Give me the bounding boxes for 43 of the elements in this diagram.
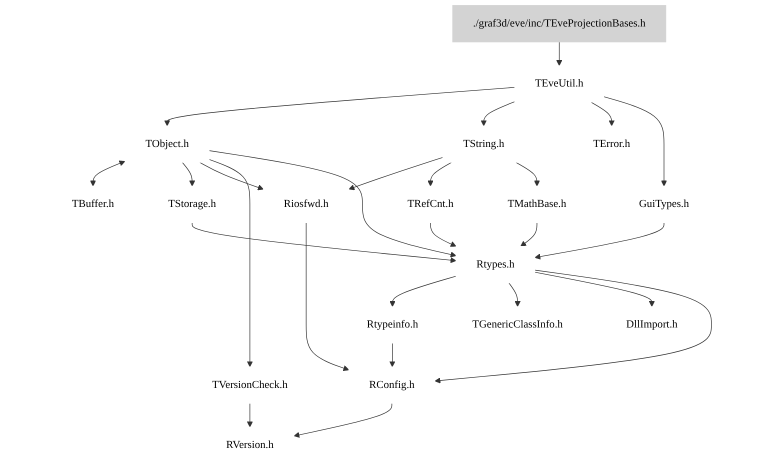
arrow bbox=[520, 222, 538, 247]
arrow bbox=[516, 162, 540, 186]
arrow bbox=[306, 222, 350, 371]
node-text: Riosfwd.h bbox=[284, 198, 329, 210]
node-box: ./graf3d/eve/inc/TEveProjectionBases.h bbox=[452, 5, 666, 42]
node-text: TRefCnt.h bbox=[407, 198, 454, 210]
arrow bbox=[348, 157, 444, 190]
node-text: Rtypeinfo.h bbox=[366, 318, 418, 330]
arrow bbox=[390, 276, 456, 307]
node-text: DllImport.h bbox=[626, 318, 678, 330]
arrow bbox=[556, 42, 562, 66]
node-text: TMathBase.h bbox=[508, 198, 566, 210]
node-text: GuiTypes.h bbox=[638, 198, 690, 210]
node-text: TEveUtil.h bbox=[535, 78, 584, 90]
node-text: TString.h bbox=[463, 138, 504, 150]
node-text: TVersionCheck.h bbox=[212, 378, 288, 390]
arrow bbox=[246, 403, 253, 428]
arrow bbox=[480, 101, 516, 126]
arrow bbox=[208, 159, 253, 368]
arrow bbox=[434, 270, 712, 384]
arrow bbox=[294, 403, 392, 438]
node-text: TStorage.h bbox=[168, 198, 216, 210]
arrow bbox=[508, 282, 521, 307]
node-text: TGenericClassInfo.h bbox=[472, 318, 563, 330]
arrow bbox=[534, 222, 664, 260]
arrow bbox=[90, 160, 126, 186]
node-text: TObject.h bbox=[145, 138, 189, 150]
arrow bbox=[208, 150, 456, 258]
node-text: Rtypes.h bbox=[476, 258, 515, 270]
node-text: TError.h bbox=[593, 138, 630, 150]
arrow bbox=[389, 342, 396, 368]
node-text: RConfig.h bbox=[369, 378, 415, 390]
arrow bbox=[603, 96, 667, 186]
arrow bbox=[428, 162, 452, 186]
arrow bbox=[182, 162, 196, 186]
arrow bbox=[164, 87, 516, 126]
node-text: RVersion.h bbox=[226, 439, 274, 451]
arrow bbox=[430, 222, 456, 247]
node-text: TBuffer.h bbox=[72, 198, 114, 210]
arrow bbox=[192, 222, 456, 264]
arrow bbox=[534, 272, 655, 307]
arrow bbox=[200, 162, 264, 190]
arrow bbox=[590, 102, 615, 126]
